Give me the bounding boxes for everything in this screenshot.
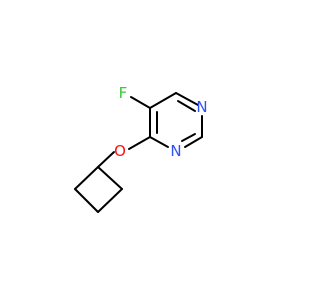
bond-cb3-cb4: [74, 188, 99, 213]
bond-cb4-cb1: [74, 166, 99, 190]
bond-c6-n1-double-inner: [177, 100, 196, 112]
atom-oxygen-label: O: [114, 142, 126, 160]
pyrimidine-ring: [149, 92, 203, 148]
bond-cb1-cb2: [97, 166, 123, 190]
molecule-structure-diagram: F N N O: [74, 84, 208, 213]
bond-o-cyclobutyl: [97, 151, 115, 168]
bond-c2-n3-double-outer: [184, 136, 203, 148]
atom-fluorine-label: F: [119, 84, 128, 102]
bond-cb2-cb3: [97, 188, 123, 213]
bond-c6-n1-double-outer: [175, 92, 199, 106]
bond-c5-f: [130, 96, 151, 109]
bond-c4-o: [128, 136, 151, 150]
bond-c2-n3-double-inner: [181, 133, 196, 142]
cyclobutane-ring: [74, 166, 123, 213]
substituent-bonds: [97, 96, 151, 168]
bond-n3-c4: [149, 136, 169, 148]
bond-c5-c6: [149, 92, 177, 109]
atom-nitrogen-n3-label: N: [170, 142, 181, 160]
atom-nitrogen-n1-label: N: [196, 98, 207, 116]
